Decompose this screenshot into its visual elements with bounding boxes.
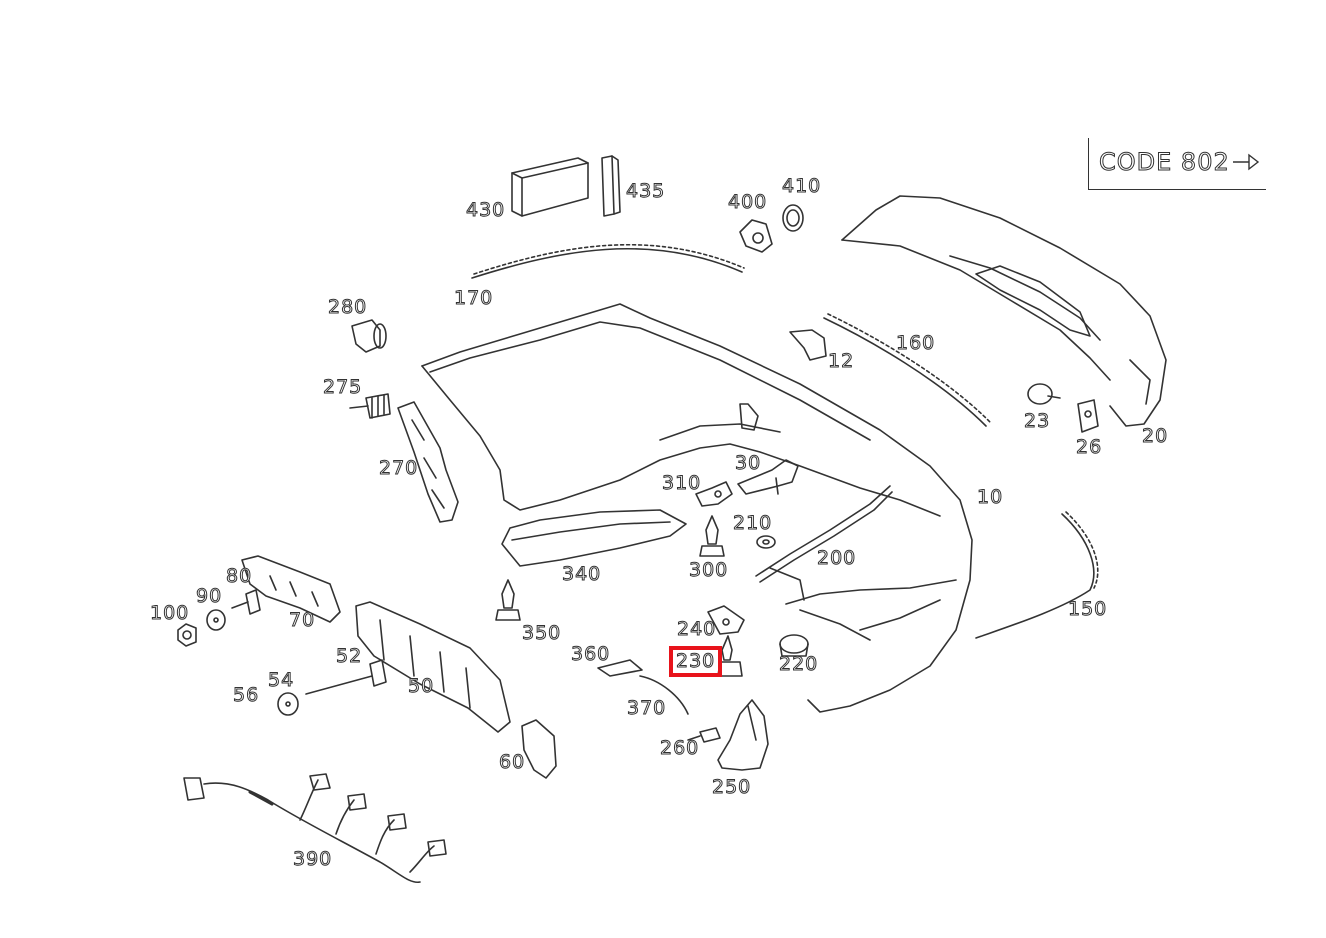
washer-part-210[interactable] <box>756 535 776 549</box>
strip-part-370[interactable] <box>639 675 689 715</box>
part-label-90[interactable]: 90 <box>195 585 223 607</box>
part-label-150[interactable]: 150 <box>1067 598 1108 620</box>
part-label-410[interactable]: 410 <box>781 175 822 197</box>
part-label-350[interactable]: 350 <box>521 622 562 644</box>
part-label-435[interactable]: 435 <box>625 180 666 202</box>
bracket-part-70[interactable] <box>241 555 341 623</box>
part-label-300[interactable]: 300 <box>688 559 729 581</box>
part-label-400[interactable]: 400 <box>727 191 768 213</box>
wiring-harness-part-390[interactable] <box>183 773 447 884</box>
bolt-part-52[interactable] <box>305 659 387 695</box>
screw-part-23[interactable] <box>1027 383 1061 405</box>
code-label: CODE 802 <box>1099 148 1230 177</box>
diffuser-part-20[interactable] <box>841 195 1167 427</box>
sensor-holder-part-400[interactable] <box>739 219 773 253</box>
screw-part-230[interactable] <box>717 635 743 677</box>
control-unit-part-430[interactable] <box>511 157 589 217</box>
cover-panel-part-340[interactable] <box>501 509 687 567</box>
impact-absorber-part-50[interactable] <box>355 601 511 733</box>
part-label-270[interactable]: 270 <box>378 457 419 479</box>
trim-strip-part-170[interactable] <box>471 247 743 279</box>
part-label-70[interactable]: 70 <box>288 609 316 631</box>
clip-part-280[interactable] <box>351 319 387 353</box>
part-label-20[interactable]: 20 <box>1141 425 1169 447</box>
plug-part-260[interactable] <box>687 727 721 743</box>
part-label-56[interactable]: 56 <box>232 684 260 706</box>
part-label-26[interactable]: 26 <box>1075 436 1103 458</box>
part-label-370[interactable]: 370 <box>626 697 667 719</box>
part-label-280[interactable]: 280 <box>327 296 368 318</box>
clip-part-310[interactable] <box>695 481 733 507</box>
part-label-12[interactable]: 12 <box>827 350 855 372</box>
trim-strip-part-150[interactable] <box>975 513 1095 639</box>
clip-part-240[interactable] <box>707 605 745 635</box>
part-label-60[interactable]: 60 <box>498 751 526 773</box>
screw-part-300[interactable] <box>699 515 725 557</box>
screw-part-350[interactable] <box>495 579 521 621</box>
ring-part-410[interactable] <box>782 204 804 232</box>
nut-clip-part-26[interactable] <box>1077 399 1099 433</box>
clip-part-12[interactable] <box>789 329 827 361</box>
bracket-part-30[interactable] <box>737 459 799 495</box>
part-label-250[interactable]: 250 <box>711 776 752 798</box>
pad-part-360[interactable] <box>597 659 643 677</box>
part-label-430[interactable]: 430 <box>465 199 506 221</box>
part-label-210[interactable]: 210 <box>732 512 773 534</box>
part-label-360[interactable]: 360 <box>570 643 611 665</box>
reflector-strip-part-200[interactable] <box>755 485 893 601</box>
bracket-part-60[interactable] <box>521 719 557 779</box>
part-label-170[interactable]: 170 <box>453 287 494 309</box>
part-label-275[interactable]: 275 <box>322 376 363 398</box>
part-label-23[interactable]: 23 <box>1023 410 1051 432</box>
part-label-230[interactable]: 230 <box>668 646 723 677</box>
part-label-310[interactable]: 310 <box>661 472 702 494</box>
washer-part-54[interactable] <box>277 692 299 716</box>
trim-strip-part-160[interactable] <box>823 317 987 427</box>
rivet-part-275[interactable] <box>349 393 391 419</box>
part-label-30[interactable]: 30 <box>734 452 762 474</box>
part-label-240[interactable]: 240 <box>676 618 717 640</box>
bracket-part-435[interactable] <box>601 155 621 217</box>
nut-part-100[interactable] <box>177 623 197 647</box>
grommet-part-220[interactable] <box>779 634 809 657</box>
bumper-cover-part-10[interactable] <box>421 303 973 713</box>
part-label-200[interactable]: 200 <box>816 547 857 569</box>
part-label-80[interactable]: 80 <box>225 565 253 587</box>
splash-shield-part-250[interactable] <box>717 699 769 771</box>
part-label-100[interactable]: 100 <box>149 602 190 624</box>
washer-part-90[interactable] <box>206 609 226 631</box>
part-label-52[interactable]: 52 <box>335 645 363 667</box>
part-label-260[interactable]: 260 <box>659 737 700 759</box>
part-label-10[interactable]: 10 <box>976 486 1004 508</box>
part-label-160[interactable]: 160 <box>895 332 936 354</box>
part-label-54[interactable]: 54 <box>267 669 295 691</box>
arrow-right-icon <box>1233 153 1260 171</box>
bolt-part-80[interactable] <box>231 589 261 615</box>
part-label-50[interactable]: 50 <box>407 675 435 697</box>
part-label-220[interactable]: 220 <box>778 653 819 675</box>
part-label-340[interactable]: 340 <box>561 563 602 585</box>
code-variant-box: CODE 802 <box>1088 138 1266 190</box>
part-label-390[interactable]: 390 <box>292 848 333 870</box>
bracket-part-270[interactable] <box>397 401 459 523</box>
